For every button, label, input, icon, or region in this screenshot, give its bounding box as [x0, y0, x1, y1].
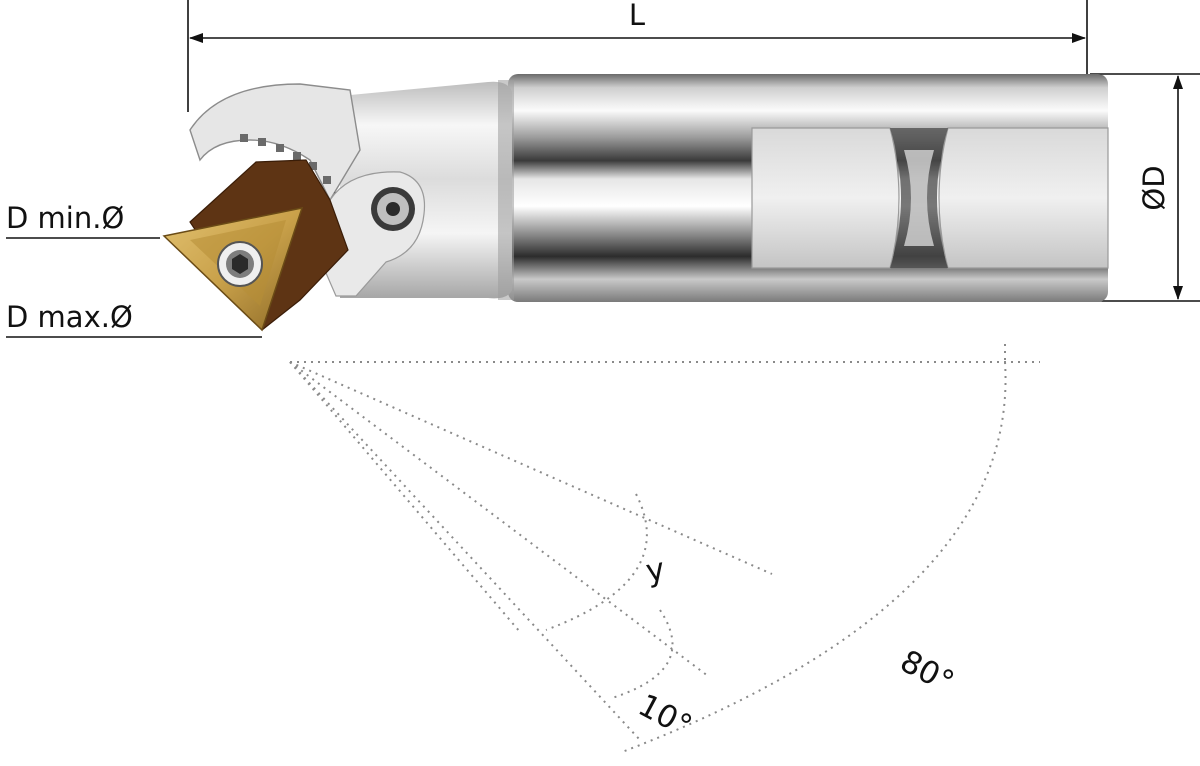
insert-screw-icon	[217, 241, 263, 287]
length-dimension: L	[187, 0, 1088, 112]
ray-middle	[289, 361, 709, 677]
arc-y	[545, 493, 648, 631]
length-label: L	[629, 0, 645, 32]
arc-10	[611, 609, 674, 699]
diameter-dimension: ØD	[1090, 73, 1200, 302]
ray-lower	[289, 361, 641, 741]
ray-inner	[289, 361, 521, 633]
ray-upper	[289, 361, 773, 575]
clamping-flat-1	[751, 127, 900, 269]
d-max-label: D max.Ø	[6, 300, 133, 334]
d-min-label: D min.Ø	[6, 201, 124, 235]
angle-min-label: 10°	[632, 687, 697, 745]
d-min-dimension: D min.Ø	[6, 201, 160, 239]
angle-max-label: 80°	[894, 643, 959, 701]
arc-80	[621, 361, 1007, 753]
d-max-dimension: D max.Ø	[6, 300, 262, 338]
diameter-label: ØD	[1137, 165, 1171, 210]
clamp-screw-icon	[371, 187, 415, 231]
angle-scale	[189, 83, 361, 202]
tool-body	[162, 74, 1109, 332]
clamping-flat-2	[938, 127, 1109, 269]
angle-y-label: y	[643, 551, 667, 590]
angle-construction	[289, 344, 1040, 753]
